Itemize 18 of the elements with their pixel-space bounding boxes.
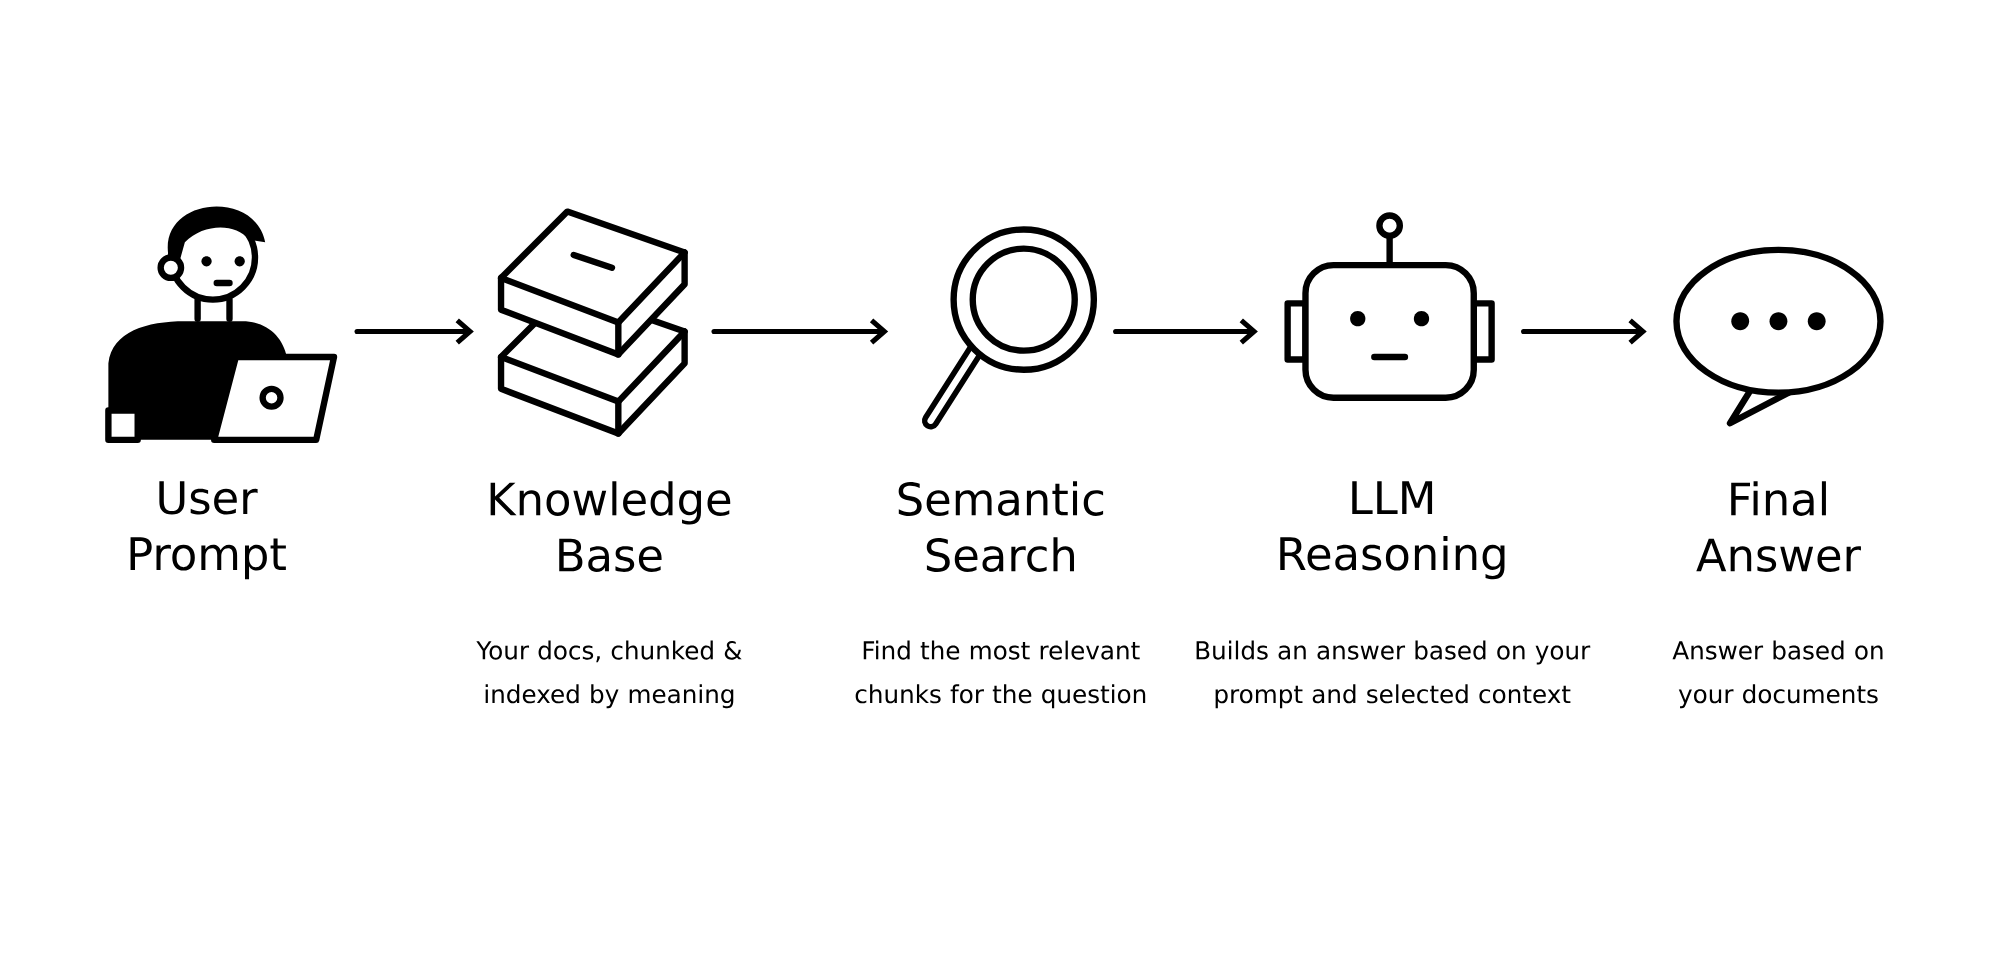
stacked-books-drawing (497, 208, 688, 437)
arrow (1521, 318, 1647, 345)
step-title: Knowledge Base (490, 481, 731, 572)
step-title: Semantic Search (898, 481, 1104, 572)
arrow (354, 318, 474, 345)
robot-head-drawing (1284, 212, 1495, 401)
step-description: Builds an answer based on your prompt and selected context (1196, 640, 1591, 709)
arrow (711, 318, 889, 345)
magnifying-glass-drawing (921, 226, 1098, 430)
step-description: Find the most relevant chunks for the question (855, 640, 1146, 709)
arrow (1113, 318, 1258, 345)
step-description: Your docs, chunked & indexed by meaning (476, 640, 742, 709)
step-title: LLM Reasoning (1280, 481, 1505, 580)
step-title: Final Answer (1696, 481, 1861, 572)
person-at-laptop-drawing (105, 206, 338, 443)
step-description: Answer based on your documents (1672, 640, 1883, 709)
step-title: User Prompt (130, 481, 286, 580)
speech-bubble-drawing (1673, 246, 1884, 427)
